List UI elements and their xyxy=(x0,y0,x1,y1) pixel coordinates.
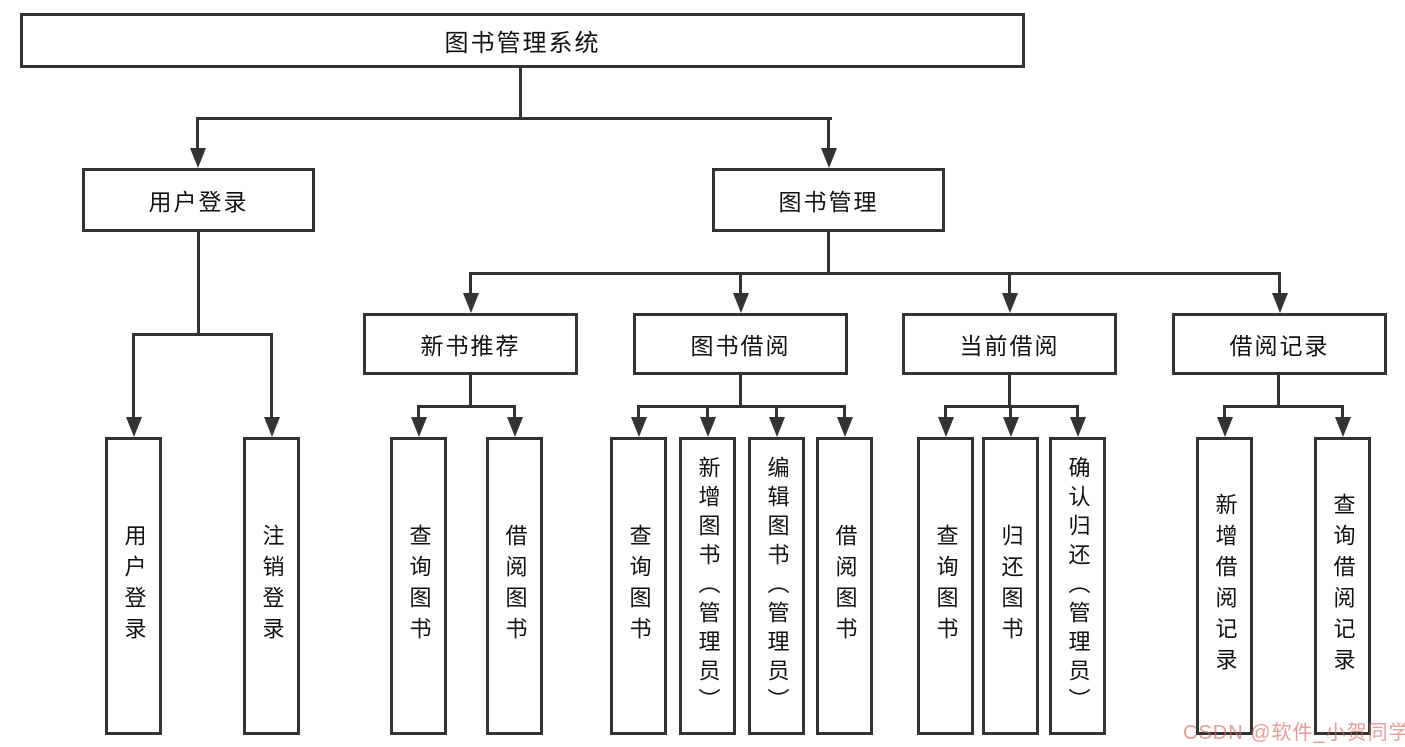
connector-line xyxy=(1223,405,1344,408)
connector-line xyxy=(739,272,742,296)
arrow-down-icon xyxy=(1335,417,1351,437)
connector-line xyxy=(270,333,273,419)
watermark: CSDN @软件_小贺同学 xyxy=(1183,722,1405,744)
leaf-add-borrow-record: 新增借阅记录 xyxy=(1196,437,1253,735)
node-root: 图书管理系统 xyxy=(20,13,1025,68)
connector-line xyxy=(519,68,522,120)
arrow-down-icon xyxy=(733,293,749,313)
connector-line xyxy=(469,272,472,296)
leaf-label: 用户登录 xyxy=(121,524,147,648)
arrow-down-icon xyxy=(126,417,142,437)
connector-line xyxy=(843,405,846,421)
arrow-down-icon xyxy=(837,417,853,437)
connector-line xyxy=(1009,405,1012,421)
leaf-label: 借阅图书 xyxy=(832,524,858,648)
connector-line xyxy=(1008,375,1011,408)
leaf-edit-book-admin: 编辑图书（管理员） xyxy=(748,437,805,735)
connector-line xyxy=(827,117,830,151)
connector-line xyxy=(1223,405,1226,421)
leaf-label: 借阅图书 xyxy=(502,524,528,648)
connector-line xyxy=(417,405,420,421)
leaf-borrow-books-borrow: 借阅图书 xyxy=(816,437,873,735)
node-user-login-label: 用户登录 xyxy=(148,189,249,215)
leaf-user-login: 用户登录 xyxy=(105,437,162,735)
leaf-label: 新增借阅记录 xyxy=(1212,493,1238,679)
leaf-label: 注销登录 xyxy=(259,524,285,648)
arrow-down-icon xyxy=(1002,293,1018,313)
connector-line xyxy=(1076,405,1079,421)
arrow-down-icon xyxy=(631,417,647,437)
node-new-book-recommend-label: 新书推荐 xyxy=(420,333,521,359)
arrow-down-icon xyxy=(1217,417,1233,437)
node-book-borrow: 图书借阅 xyxy=(633,313,848,375)
node-borrow-records: 借阅记录 xyxy=(1172,313,1387,375)
connector-line xyxy=(637,405,640,421)
connector-line xyxy=(132,333,135,419)
arrow-down-icon xyxy=(190,148,206,168)
connector-line xyxy=(827,232,830,275)
leaf-borrow-books-recommend: 借阅图书 xyxy=(486,437,543,735)
arrow-down-icon xyxy=(264,417,280,437)
leaf-label: 编辑图书（管理员） xyxy=(764,455,790,717)
arrow-down-icon xyxy=(769,417,785,437)
connector-line xyxy=(1278,272,1281,296)
connector-line xyxy=(469,272,1281,275)
connector-line xyxy=(1008,272,1011,296)
arrow-down-icon xyxy=(1003,417,1019,437)
connector-line xyxy=(775,405,778,421)
leaf-return-book: 归还图书 xyxy=(982,437,1039,735)
leaf-label: 确认归还（管理员） xyxy=(1065,455,1091,717)
connector-line xyxy=(1277,375,1280,408)
leaf-label: 新增图书（管理员） xyxy=(695,455,721,717)
arrow-down-icon xyxy=(1070,417,1086,437)
leaf-query-books-recommend: 查询图书 xyxy=(390,437,447,735)
node-root-label: 图书管理系统 xyxy=(444,30,601,57)
connector-line xyxy=(739,375,742,408)
node-user-login: 用户登录 xyxy=(82,168,315,232)
leaf-query-books-current: 查询图书 xyxy=(917,437,974,735)
node-new-book-recommend: 新书推荐 xyxy=(363,313,578,375)
connector-line xyxy=(637,405,846,408)
leaf-label: 查询图书 xyxy=(933,524,959,648)
connector-line xyxy=(469,375,472,408)
leaf-label: 查询图书 xyxy=(626,524,652,648)
leaf-add-book-admin: 新增图书（管理员） xyxy=(679,437,736,735)
arrow-down-icon xyxy=(821,148,837,168)
connector-line xyxy=(706,405,709,421)
connector-line xyxy=(196,117,199,151)
leaf-confirm-return-admin: 确认归还（管理员） xyxy=(1049,437,1106,735)
arrow-down-icon xyxy=(1272,293,1288,313)
node-current-borrow: 当前借阅 xyxy=(902,313,1117,375)
arrow-down-icon xyxy=(411,417,427,437)
connector-line xyxy=(1341,405,1344,421)
arrow-down-icon xyxy=(463,293,479,313)
leaf-logout: 注销登录 xyxy=(243,437,300,735)
connector-line xyxy=(132,333,273,336)
leaf-label: 查询借阅记录 xyxy=(1330,493,1356,679)
connector-line xyxy=(513,405,516,421)
leaf-label: 归还图书 xyxy=(998,524,1024,648)
node-book-borrow-label: 图书借阅 xyxy=(690,333,791,359)
connector-line xyxy=(944,405,947,421)
connector-line xyxy=(197,232,200,336)
connector-line xyxy=(417,405,516,408)
node-book-management-label: 图书管理 xyxy=(778,189,879,215)
arrow-down-icon xyxy=(507,417,523,437)
leaf-query-borrow-record: 查询借阅记录 xyxy=(1314,437,1371,735)
node-current-borrow-label: 当前借阅 xyxy=(959,333,1060,359)
arrow-down-icon xyxy=(700,417,716,437)
arrow-down-icon xyxy=(938,417,954,437)
leaf-label: 查询图书 xyxy=(406,524,432,648)
node-borrow-records-label: 借阅记录 xyxy=(1229,333,1330,359)
node-book-management: 图书管理 xyxy=(712,168,945,232)
leaf-query-books-borrow: 查询图书 xyxy=(610,437,667,735)
connector-line xyxy=(196,117,832,120)
